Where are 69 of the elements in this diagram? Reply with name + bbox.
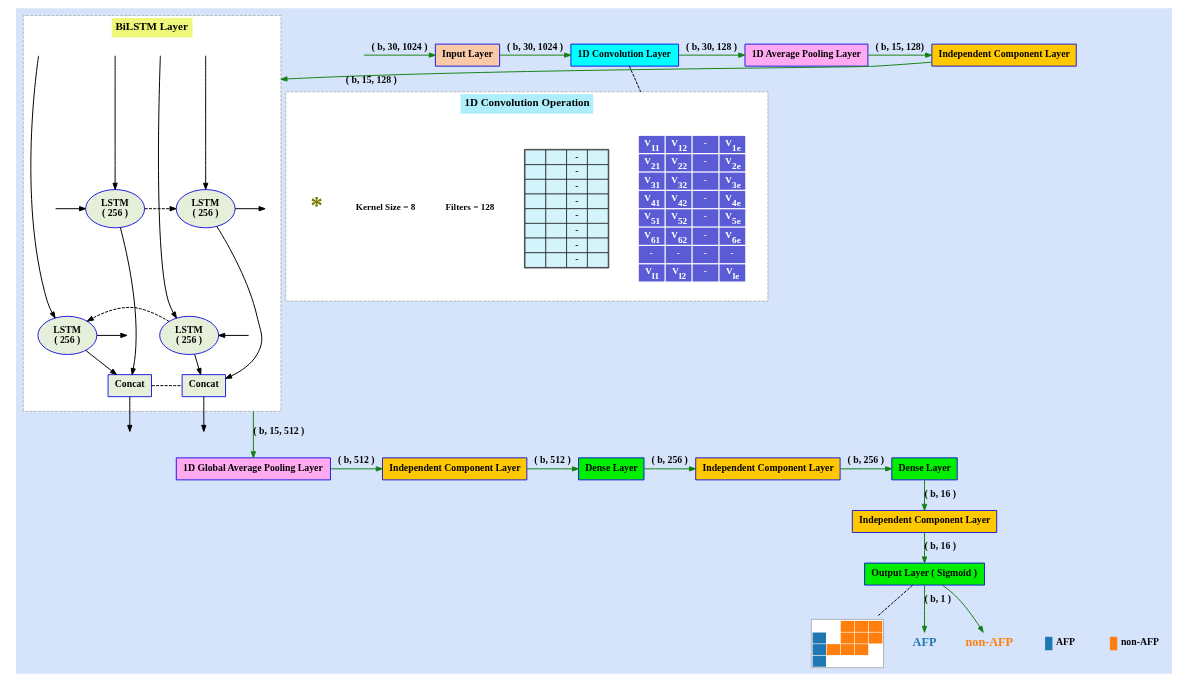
arrow: [526, 466, 579, 472]
arrow: [127, 396, 133, 432]
connector: [877, 584, 914, 617]
arrow: [201, 396, 207, 432]
node-ellipse: LSTM ( 256 ): [159, 315, 220, 355]
edge-label: ( b, 256 ): [651, 454, 688, 466]
edge-label: ( b, 30, 128 ): [686, 40, 738, 52]
node-text: non-AFP: [965, 634, 1014, 649]
arrow: [921, 532, 928, 564]
node-box: Input Layer: [434, 43, 501, 67]
connector: [151, 385, 183, 387]
arrow: [216, 225, 263, 379]
node-box: Dense Layer: [891, 457, 958, 481]
arrow: [218, 332, 250, 339]
arrow: [194, 353, 202, 376]
node-box: Dense Layer: [578, 457, 645, 481]
arrow: [250, 410, 256, 459]
arrow: [941, 584, 984, 633]
node-ellipse: LSTM ( 256 ): [175, 189, 236, 229]
edge-label: ( b, 256 ): [847, 454, 884, 466]
arrow: [112, 55, 118, 190]
node-box: Concat: [107, 374, 152, 398]
node-box: Output Layer ( Sigmoid ): [864, 562, 985, 586]
label: Kernel Size = 8: [355, 202, 416, 213]
arrow: [499, 52, 572, 58]
arrow: [86, 306, 170, 322]
arrow: [203, 55, 209, 190]
arrow: [119, 227, 137, 376]
edge-label: ( b, 16 ): [924, 487, 956, 499]
edge-label: ( b, 30, 1024 ): [371, 40, 428, 52]
edge-label: ( b, 512 ): [338, 454, 375, 466]
edge-label: ( b, 15, 512 ): [253, 424, 305, 436]
node-box: 1D Average Pooling Layer: [744, 43, 869, 67]
arrow: [839, 466, 893, 472]
edge-label: ( b, 16 ): [924, 540, 956, 552]
arrow: [144, 206, 177, 212]
arrow: [234, 206, 266, 212]
node-box: 1D Convolution Layer: [570, 43, 680, 67]
legend-label: non-AFP: [1120, 636, 1159, 648]
label: Filters = 128: [445, 202, 495, 213]
arrow: [55, 206, 87, 212]
arrow: [280, 61, 933, 82]
arrow: [643, 466, 697, 472]
arrow: [330, 466, 383, 472]
arrow: [921, 584, 928, 633]
node-ellipse: LSTM ( 256 ): [85, 189, 146, 229]
node-box: 1D Global Average Pooling Layer: [175, 457, 331, 481]
node-box: Independent Component Layer: [931, 43, 1077, 67]
arrow: [921, 479, 928, 511]
arrow: [867, 52, 933, 58]
node-box: Independent Component Layer: [382, 457, 528, 481]
node-text: AFP: [912, 634, 937, 649]
arrow: [30, 55, 56, 319]
node-box: Independent Component Layer: [695, 457, 841, 481]
label: *: [310, 192, 323, 220]
node-box: Concat: [181, 374, 226, 398]
edge-label: ( b, 512 ): [534, 454, 571, 466]
connector: [628, 65, 642, 93]
edge-label: ( b, 1 ): [924, 593, 952, 605]
edge-label: ( b, 15, 128): [875, 40, 924, 52]
arrow: [363, 52, 436, 58]
node-box: Independent Component Layer: [851, 510, 998, 533]
arrow: [96, 332, 128, 339]
arrow: [85, 349, 117, 376]
legend-label: AFP: [1056, 636, 1076, 648]
edge-label: ( b, 30, 1024 ): [507, 40, 564, 52]
arrow: [157, 55, 177, 319]
arrow: [678, 52, 746, 58]
edge-label: ( b, 15, 128 ): [345, 74, 397, 86]
